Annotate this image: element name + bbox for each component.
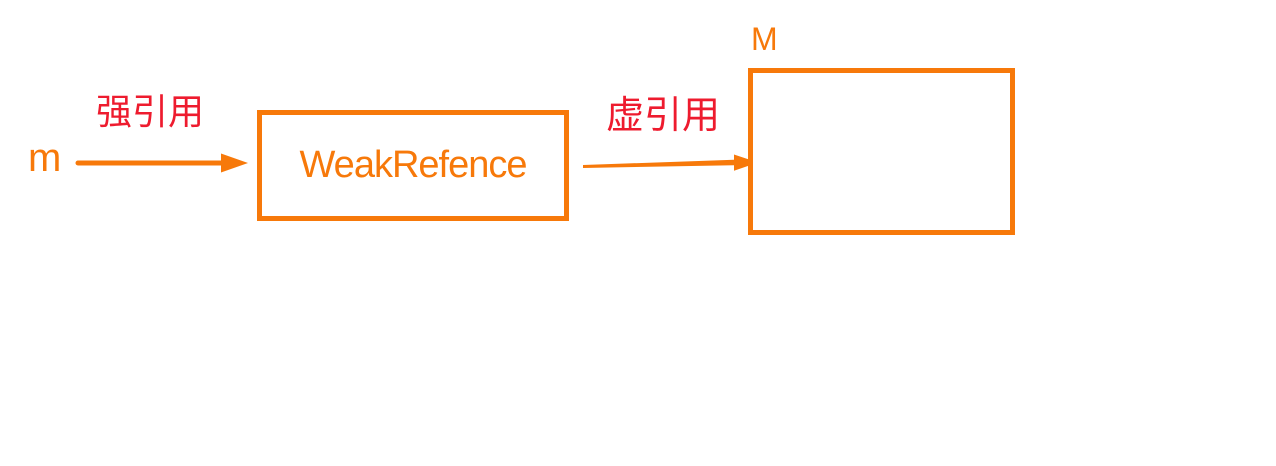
strong-reference-label: 强引用: [96, 91, 205, 132]
weak-reference-box-label: WeakRefence: [299, 144, 528, 186]
strong-reference-arrow: [75, 153, 248, 173]
phantom-reference-arrow: [583, 154, 758, 171]
weak-reference-box: WeakRefence: [257, 110, 569, 221]
target-object-title: M: [751, 21, 778, 57]
phantom-reference-label: 虚引用: [606, 95, 721, 137]
target-object-box: [748, 68, 1015, 235]
m-variable-label: m: [28, 136, 62, 180]
